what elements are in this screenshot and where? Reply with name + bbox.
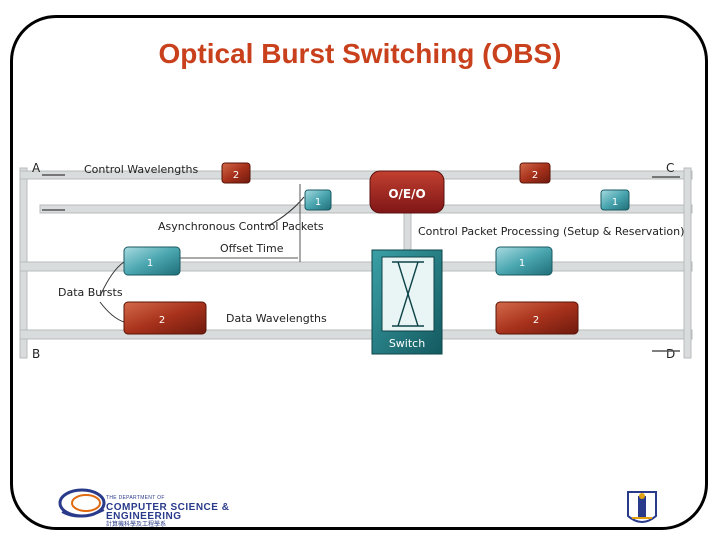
university-crest-icon xyxy=(627,491,657,523)
logo-line-4: 計算機科學及工程學系 xyxy=(106,522,167,528)
data-bursts-label: Data Bursts xyxy=(58,286,123,299)
svg-text:2: 2 xyxy=(533,315,539,326)
control-wavelength-line xyxy=(19,170,693,180)
logo-line-1: THE DEPARTMENT OF xyxy=(106,495,165,501)
fiber-pipes xyxy=(19,167,693,359)
data-wavelength-line xyxy=(19,261,693,272)
data-wavelengths-label: Data Wavelengths xyxy=(226,312,327,325)
control-processing-label: Control Packet Processing (Setup & Reser… xyxy=(418,225,684,238)
data-burst-left-2: 2 xyxy=(123,301,207,335)
oeo-converter: O/E/O xyxy=(369,170,445,214)
svg-text:1: 1 xyxy=(519,258,525,269)
department-logo-text: THE DEPARTMENT OF COMPUTER SCIENCE & ENG… xyxy=(106,494,229,530)
control-wavelength-line-2 xyxy=(39,204,693,214)
async-pointer-line xyxy=(267,196,305,227)
data-burst-left-1: 1 xyxy=(123,246,181,276)
control-wavelengths-label: Control Wavelengths xyxy=(84,163,199,176)
logo-line-3: ENGINEERING xyxy=(106,511,182,522)
node-b-label: B xyxy=(32,347,40,361)
data-burst-right-1: 1 xyxy=(495,246,553,276)
control-packet-right-2: 2 xyxy=(519,162,551,184)
optical-switch: Switch xyxy=(371,249,443,355)
svg-text:1: 1 xyxy=(147,258,153,269)
data-burst-right-2: 2 xyxy=(495,301,579,335)
async-control-packets-label: Asynchronous Control Packets xyxy=(158,220,324,233)
svg-text:2: 2 xyxy=(233,170,239,181)
logo-line-2: COMPUTER SCIENCE & xyxy=(106,502,230,513)
switch-label: Switch xyxy=(389,337,425,350)
control-packet-left-1: 1 xyxy=(304,189,332,211)
node-a-label: A xyxy=(32,161,41,175)
control-packet-right-1: 1 xyxy=(600,189,630,211)
svg-text:1: 1 xyxy=(315,197,321,208)
control-packet-left-2: 2 xyxy=(221,162,251,184)
slide-title: Optical Burst Switching (OBS) xyxy=(158,38,562,69)
node-c-label: C xyxy=(666,161,674,175)
svg-text:1: 1 xyxy=(612,197,618,208)
department-logo-icon xyxy=(58,488,106,518)
data-bursts-pointer-1 xyxy=(99,261,125,297)
node-d-label: D xyxy=(666,347,675,361)
data-bursts-pointer-2 xyxy=(99,301,125,323)
data-wavelength-line-2 xyxy=(19,329,693,340)
offset-time-label: Offset Time xyxy=(220,242,284,255)
svg-text:2: 2 xyxy=(532,170,538,181)
svg-text:2: 2 xyxy=(159,315,165,326)
slide-frame xyxy=(10,15,708,530)
oeo-label: O/E/O xyxy=(388,187,425,201)
